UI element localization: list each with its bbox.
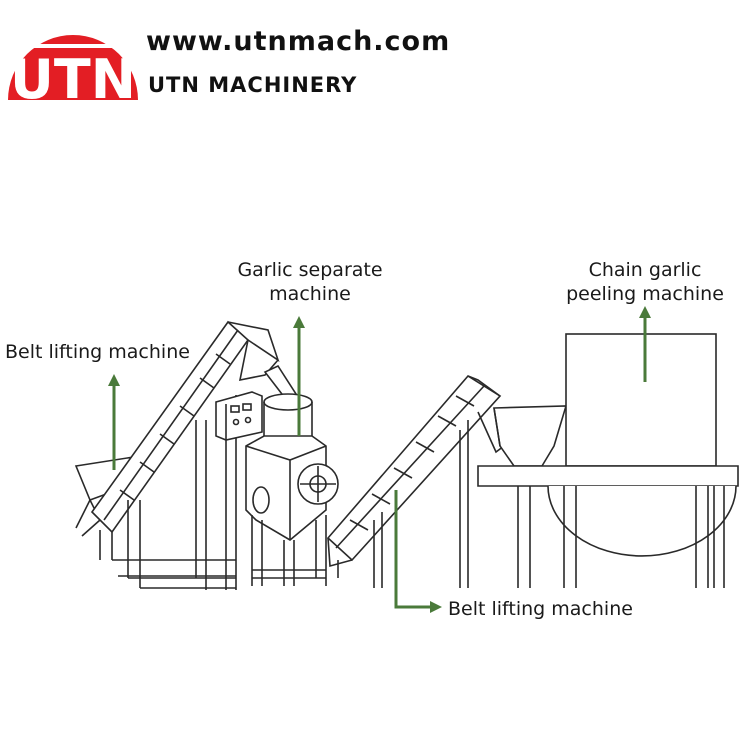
label-belt-lifting-left: Belt lifting machine — [5, 341, 190, 363]
label-chain-peeling-line1: Chain garlic — [588, 259, 702, 281]
label-garlic-separate: Garlic separate machine — [230, 258, 390, 306]
garlic-separate-machine — [215, 364, 339, 586]
belt-lifting-machine-middle — [326, 374, 505, 588]
arrow-belt-lifting-bottom — [394, 490, 442, 613]
utn-logo-icon: UTN — [8, 35, 138, 100]
label-garlic-separate-line2: machine — [269, 283, 351, 305]
label-chain-peeling: Chain garlic peeling machine — [560, 258, 730, 306]
label-garlic-separate-line1: Garlic separate — [237, 259, 383, 281]
label-chain-peeling-line2: peeling machine — [566, 283, 724, 305]
company-name: UTN MACHINERY — [148, 73, 358, 97]
annotation-arrows — [108, 306, 651, 613]
site-url[interactable]: www.utnmach.com — [146, 26, 451, 57]
logo-letters: UTN — [10, 48, 136, 100]
label-belt-lifting-bottom: Belt lifting machine — [448, 598, 633, 620]
chain-peeling-machine — [477, 333, 739, 588]
